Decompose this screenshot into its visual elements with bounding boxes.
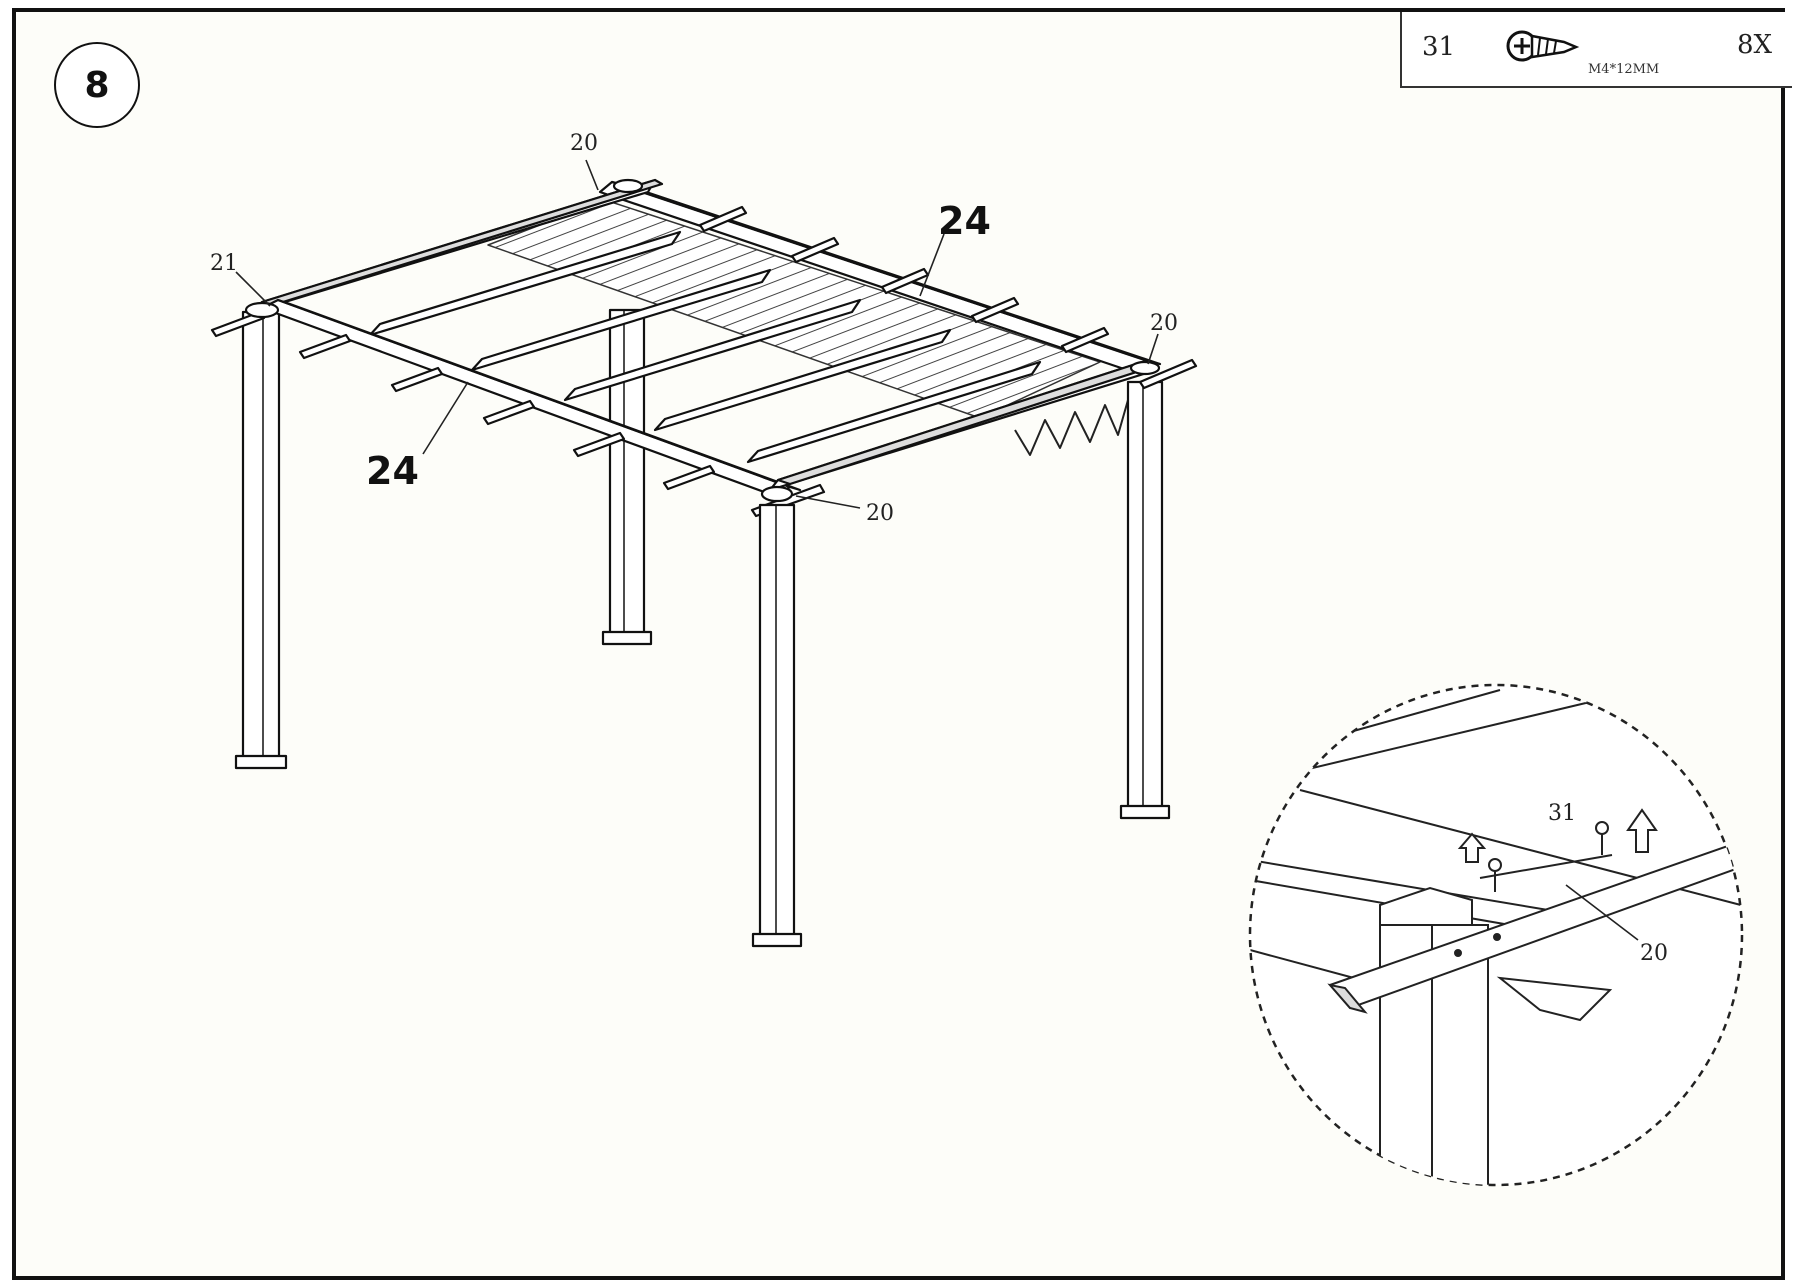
detail-view: 31 20 xyxy=(1248,683,1744,1187)
post-cap-front-left xyxy=(244,301,280,319)
post-rear-left-foot xyxy=(601,630,653,646)
post-front-right xyxy=(758,503,796,943)
rail-right-end xyxy=(1138,358,1198,390)
callout-right-20: 20 xyxy=(1150,311,1178,336)
screw-icon xyxy=(1595,821,1609,835)
rafter-ends-rear xyxy=(698,205,1110,354)
part-number: 31 xyxy=(1422,32,1456,62)
screw-icon xyxy=(1506,30,1580,62)
purlins xyxy=(368,230,1042,464)
callout-front-beam-24: 24 xyxy=(366,449,419,493)
callout-top-rear-20: 20 xyxy=(570,131,598,156)
post-front-right-foot xyxy=(751,932,803,948)
parts-list-box: 31 M4*12MM 8X xyxy=(1400,12,1792,88)
screw-icon xyxy=(1488,858,1502,872)
detail-callout-31: 31 xyxy=(1548,801,1576,826)
post-cap-front xyxy=(760,485,794,503)
arrow-up-icon xyxy=(1626,808,1658,853)
leader-lines xyxy=(235,159,1159,509)
post-right xyxy=(1126,380,1164,816)
post-rear-left xyxy=(608,308,646,644)
detail-bracket xyxy=(1496,976,1613,1022)
callout-front-20: 20 xyxy=(866,501,894,526)
callout-rear-beam-24: 24 xyxy=(938,199,991,243)
canopy-folds xyxy=(1014,399,1129,456)
detail-screws xyxy=(1457,808,1658,941)
post-right-foot xyxy=(1119,804,1171,820)
post-front-left xyxy=(241,310,281,766)
arrow-up-icon xyxy=(1457,832,1487,863)
rafter-ends-front xyxy=(298,333,716,491)
detail-callout-20: 20 xyxy=(1640,941,1668,966)
callout-left-21: 21 xyxy=(210,251,238,276)
part-quantity: 8X xyxy=(1736,30,1772,60)
post-cap-rear xyxy=(612,178,644,194)
part-spec: M4*12MM xyxy=(1588,62,1660,77)
post-front-left-foot xyxy=(234,754,288,770)
step-number: 8 xyxy=(84,64,110,106)
post-cap-right xyxy=(1129,360,1161,376)
step-number-badge: 8 xyxy=(54,42,140,128)
pergola-assembly xyxy=(210,178,1198,948)
